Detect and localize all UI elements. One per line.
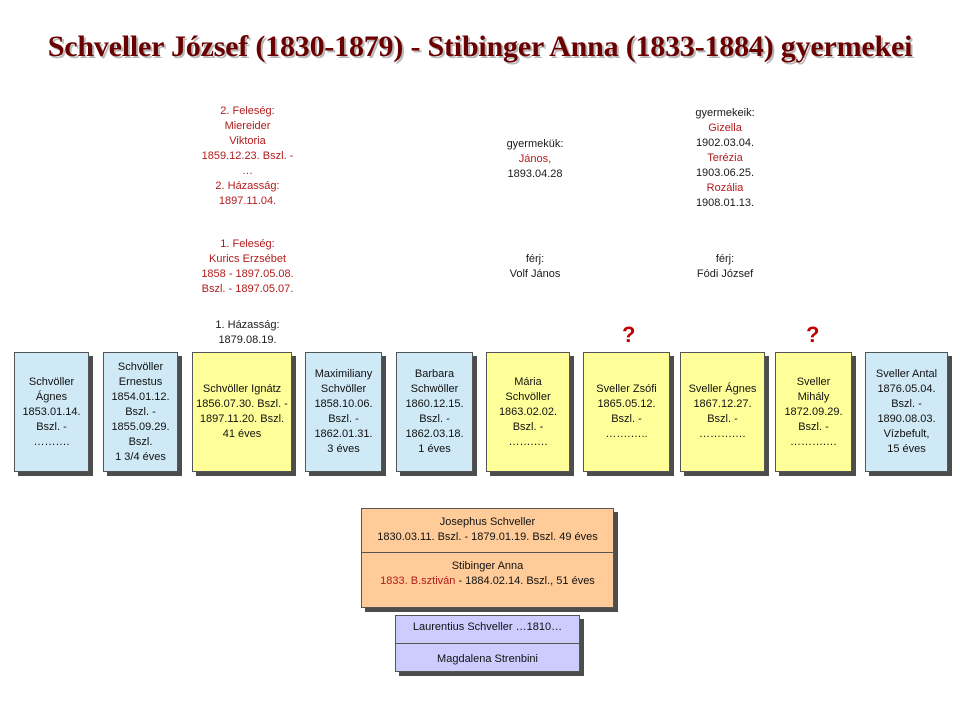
child-box-maximiliany[interactable]: Maximiliany Schvöller 1858.10.06. Bszl. … — [305, 352, 382, 472]
mother-name: Stibinger Anna — [451, 560, 524, 572]
parents-box: Josephus Schveller 1830.03.11. Bszl. - 1… — [361, 508, 614, 608]
grandparents-box: Laurentius Schveller …1810… Magdalena St… — [395, 615, 580, 672]
note-children-maria: gyermekük: János, 1893.04.28 — [506, 138, 564, 180]
unknown-spouse-mark: ? — [806, 322, 820, 347]
child-box-barbara[interactable]: Barbara Schwöller 1860.12.15. Bszl. - 18… — [396, 352, 473, 472]
parents-divider — [362, 552, 613, 553]
child-box-agnes-1867[interactable]: Sveller Ágnes 1867.12.27. Bszl. - ……….… — [680, 352, 765, 472]
note-marriage-1: 1. Házasság: 1879.08.19. — [215, 319, 280, 346]
child-box-maria[interactable]: Mária Schvöller 1863.02.02. Bszl. - …….…… — [486, 352, 570, 472]
grandfather-name: Laurentius Schveller …1810… — [412, 621, 563, 633]
note-wife-1: 1. Feleség: Kurics Erzsébet 1858 - 1897.… — [201, 238, 294, 295]
mother-dates: 1833. B.sztiván - 1884.02.14. Bszl., 51 … — [380, 575, 595, 587]
note-husband-maria: férj: Volf János — [509, 253, 561, 280]
father-name: Josephus Schveller — [439, 516, 536, 528]
child-box-zsofi[interactable]: Sveller Zsófi 1865.05.12. Bszl. - …….….. — [583, 352, 670, 472]
child-box-agnes-1853[interactable]: Schvöller Ágnes 1853.01.14. Bszl. - ………. — [14, 352, 89, 472]
unknown-spouse-mark: ? — [622, 322, 636, 347]
grandparents-divider — [396, 643, 579, 644]
note-husband-zsofi: férj: Fódi József — [696, 253, 754, 280]
child-box-mihaly[interactable]: Sveller Mihály 1872.09.29. Bszl. - ……….… — [775, 352, 852, 472]
father-dates: 1830.03.11. Bszl. - 1879.01.19. Bszl. 49… — [377, 531, 598, 543]
child-box-ernestus[interactable]: Schvöller Ernestus 1854.01.12. Bszl. - 1… — [103, 352, 178, 472]
child-box-ignatz[interactable]: Schvöller Ignátz 1856.07.30. Bszl. - 189… — [192, 352, 292, 472]
child-box-antal[interactable]: Sveller Antal 1876.05.04. Bszl. - 1890.0… — [865, 352, 948, 472]
grandmother-name: Magdalena Strenbini — [437, 653, 538, 665]
note-children-zsofi: gyermekeik: Gizella 1902.03.04. Terézia … — [695, 107, 755, 209]
note-wife-2: 2. Feleség: Miereider Viktoria 1859.12.2… — [201, 105, 294, 207]
page-title: Schveller József (1830-1879) - Stibinger… — [47, 30, 913, 63]
